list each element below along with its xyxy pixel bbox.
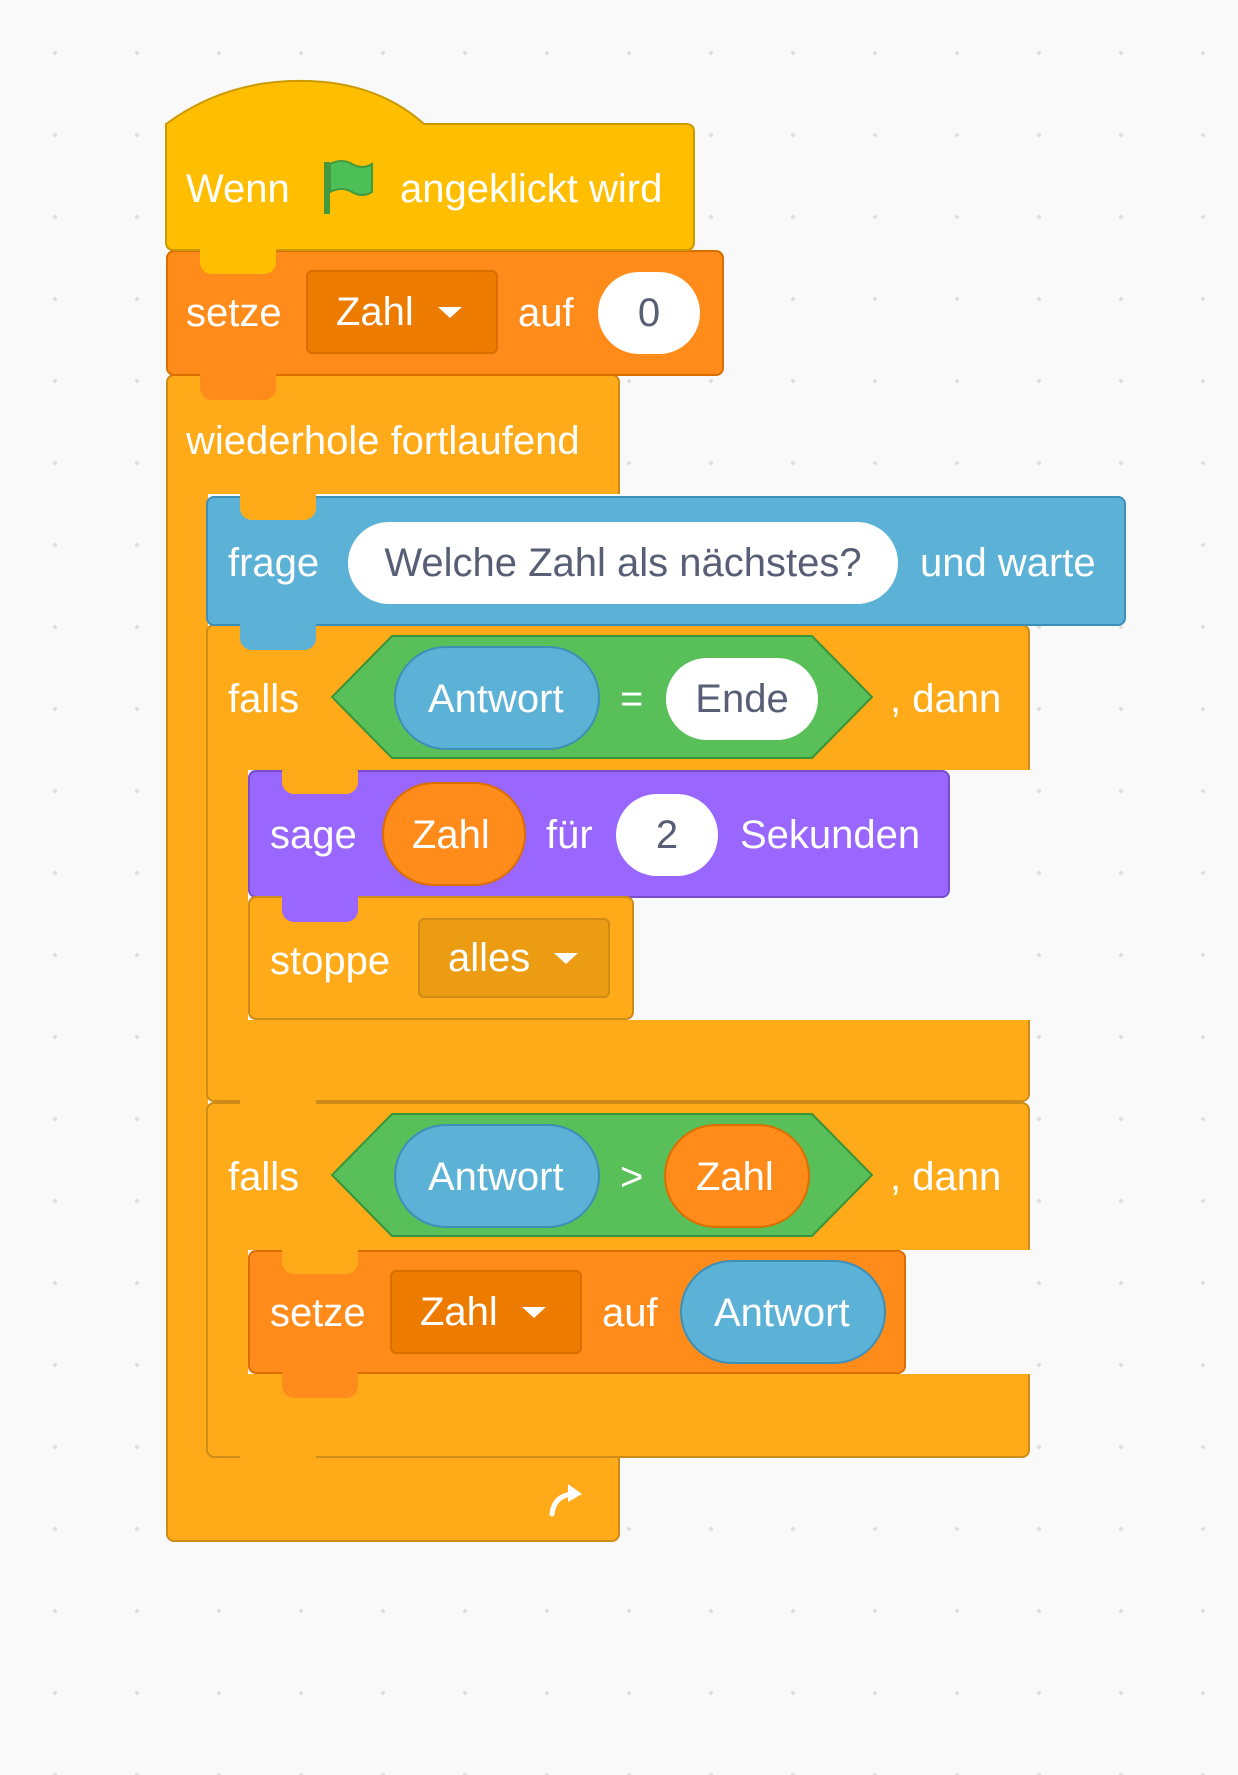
- variable-dropdown-2-label: Zahl: [420, 1290, 498, 1334]
- loop-arrow-icon: [544, 1478, 588, 1522]
- notch-if-1-bottom: [240, 1100, 316, 1126]
- answer-reporter-2[interactable]: [394, 1124, 600, 1228]
- compare-value-input[interactable]: Ende: [666, 658, 818, 740]
- variable-dropdown-1[interactable]: Zahl: [306, 270, 498, 354]
- zahl-reporter-compare[interactable]: [664, 1124, 810, 1228]
- ask-suffix-label: und warte: [920, 541, 1096, 585]
- answer-reporter-1-label: Antwort: [428, 677, 564, 721]
- zahl-reporter-say[interactable]: [382, 782, 526, 886]
- variable-dropdown-1-label: Zahl: [336, 290, 414, 334]
- seconds-input[interactable]: 2: [616, 794, 718, 876]
- notch-if-2: [282, 1248, 358, 1274]
- if-label-2: falls: [228, 1155, 300, 1199]
- hat-prefix-label: Wenn: [186, 167, 290, 211]
- zahl-reporter-compare-label: Zahl: [696, 1155, 774, 1199]
- notch-say: [282, 896, 358, 922]
- notch-set-1: [200, 374, 276, 400]
- notch-ask: [240, 624, 316, 650]
- if-then-label-1: , dann: [890, 677, 1002, 721]
- greater-than-operator: >: [620, 1155, 644, 1199]
- question-input[interactable]: Welche Zahl als nächstes?: [348, 522, 898, 604]
- equals-operator: =: [620, 677, 644, 721]
- answer-reporter-2-label: Antwort: [428, 1155, 564, 1199]
- say-label: sage: [270, 813, 357, 857]
- answer-reporter-1[interactable]: [394, 646, 600, 750]
- forever-label: wiederhole fortlaufend: [186, 419, 580, 463]
- hat-suffix-label: angeklickt wird: [400, 167, 663, 211]
- answer-reporter-3[interactable]: [680, 1260, 886, 1364]
- set-label-1: setze: [186, 291, 282, 335]
- green-flag-icon: [318, 158, 374, 216]
- ask-label: frage: [228, 541, 320, 585]
- notch-hat: [200, 248, 276, 274]
- variable-dropdown-2[interactable]: Zahl: [390, 1270, 582, 1354]
- dropdown-arrow-icon: [554, 952, 579, 964]
- answer-reporter-3-label: Antwort: [714, 1291, 850, 1335]
- zahl-reporter-say-label: Zahl: [412, 813, 490, 857]
- notch-set-2: [282, 1372, 358, 1398]
- dropdown-arrow-icon: [521, 1306, 546, 1318]
- say-block[interactable]: [248, 770, 950, 898]
- set-to-label-1: auf: [518, 291, 574, 335]
- hat-block[interactable]: [164, 78, 696, 252]
- seconds-unit-label: Sekunden: [740, 813, 921, 857]
- notch-forever: [240, 494, 316, 520]
- set-label-2: setze: [270, 1291, 366, 1335]
- say-for-label: für: [546, 813, 593, 857]
- dropdown-arrow-icon: [437, 306, 462, 318]
- set-to-label-2: auf: [602, 1291, 658, 1335]
- if-label-1: falls: [228, 677, 300, 721]
- notch-if-1: [282, 768, 358, 794]
- initial-value-input[interactable]: 0: [598, 272, 700, 354]
- stop-option-dropdown[interactable]: alles: [418, 918, 610, 998]
- notch-if-2-bottom: [240, 1456, 316, 1482]
- stop-label: stoppe: [270, 939, 391, 983]
- if-then-label-2: , dann: [890, 1155, 1002, 1199]
- stop-option-label: alles: [448, 936, 531, 980]
